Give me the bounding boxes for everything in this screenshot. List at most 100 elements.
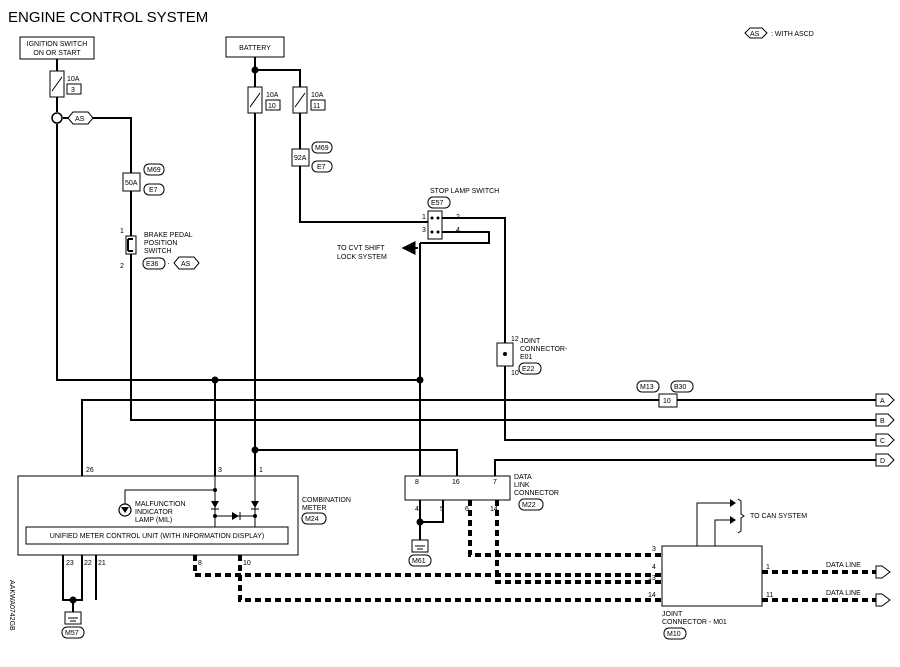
m01-pin-4: 4 bbox=[652, 564, 656, 571]
m01-box bbox=[661, 545, 763, 607]
dlc-pin-5: 5 bbox=[440, 506, 444, 513]
mil-label-1: MALFUNCTION bbox=[135, 501, 186, 508]
wire-lineA-left bbox=[81, 399, 659, 476]
fuse-10-element bbox=[249, 92, 261, 108]
term-d-label: D bbox=[880, 458, 885, 465]
brake-pedal-switch: 1 2 BRAKE PEDAL POSITION SWITCH E36 · AS bbox=[120, 228, 200, 270]
term-c-label: C bbox=[880, 438, 885, 445]
cvt-label-1: TO CVT SHIFT bbox=[337, 245, 385, 252]
diode-left-icon bbox=[211, 501, 219, 508]
fuse-10-num-box bbox=[265, 99, 281, 111]
ignition-switch-line2: ON OR START bbox=[33, 50, 81, 57]
wire-lineD bbox=[494, 459, 876, 476]
splice-meter-ground bbox=[69, 596, 77, 604]
stop-lamp-contact-1 bbox=[430, 216, 434, 220]
fuse-10: 10A 10 bbox=[247, 86, 281, 114]
legend-text: : WITH ASCD bbox=[771, 31, 814, 38]
conn-e22-text: E22 bbox=[522, 366, 535, 373]
mil-wire bbox=[124, 489, 215, 504]
fuse-3-element bbox=[51, 76, 63, 92]
e01-label-2: CONNECTOR- bbox=[520, 346, 568, 353]
brake-as-badge-shape bbox=[173, 256, 200, 270]
conn-e36-text: E36 bbox=[146, 261, 159, 268]
data-line-label-1: DATA LINE bbox=[826, 562, 861, 569]
conn-m22-text: M22 bbox=[522, 502, 536, 509]
ground-m57: M57 bbox=[61, 611, 85, 639]
dlc-box bbox=[404, 475, 511, 501]
combination-meter: 26 3 1 MALFUNCTION INDICATOR LAMP (MIL) … bbox=[17, 467, 351, 567]
fusible-link-50a bbox=[122, 172, 141, 192]
joint-connector-e01: 12 10 JOINT CONNECTOR- E01 E22 bbox=[496, 336, 568, 377]
data-line-terminator-2 bbox=[875, 593, 891, 607]
dlc-pin-7: 7 bbox=[493, 479, 497, 486]
e01-pin-bottom: 10 bbox=[511, 370, 519, 377]
stop-pin-2: 2 bbox=[456, 214, 460, 221]
splice-stop-380 bbox=[416, 376, 424, 384]
conn-m24 bbox=[301, 512, 327, 525]
brake-switch-body bbox=[125, 235, 137, 255]
conn-m69-a-text: M69 bbox=[147, 167, 161, 174]
stop-pin-1: 1 bbox=[422, 214, 426, 221]
joint-connector-m01: 3 4 13 14 1 11 JOINT CONNECTOR - M01 M10 bbox=[648, 545, 773, 640]
meter-pin-1: 1 bbox=[259, 467, 263, 474]
conn-m57 bbox=[61, 626, 85, 639]
term-b-label: B bbox=[880, 418, 885, 425]
ignition-switch-line1: IGNITION SWITCH bbox=[27, 41, 88, 48]
brake-as-badge-text: AS bbox=[181, 261, 191, 268]
stop-lamp-contact-2 bbox=[436, 216, 440, 220]
umcu-box bbox=[25, 526, 289, 545]
e01-pin-top: 12 bbox=[511, 336, 519, 343]
m01-pin-13: 13 bbox=[648, 575, 656, 582]
conn-m69-b-text: M69 bbox=[315, 145, 329, 152]
dataline-meter10 bbox=[238, 555, 662, 602]
m01-label-2: CONNECTOR - M01 bbox=[662, 619, 727, 626]
conn-e7-a-text: E7 bbox=[149, 187, 158, 194]
stop-pin-4: 4 bbox=[456, 227, 460, 234]
line-terminators: A B C D bbox=[875, 393, 895, 467]
m01-label-1: JOINT bbox=[662, 611, 683, 618]
splice-ign-380 bbox=[211, 376, 219, 384]
side-code: AAKWA0742GB bbox=[8, 580, 15, 631]
meter-pin-26: 26 bbox=[86, 467, 94, 474]
dlc-pin-6: 6 bbox=[465, 506, 469, 513]
dataline-dlc14 bbox=[495, 500, 662, 584]
mil-lamp-filament bbox=[121, 507, 129, 513]
fuse-3-num: 3 bbox=[71, 87, 75, 94]
term-d bbox=[875, 453, 895, 467]
dlc-pin-4: 4 bbox=[415, 506, 419, 513]
e01-node bbox=[503, 352, 507, 356]
meter-pin-21: 21 bbox=[98, 560, 106, 567]
dlc-pin-8: 8 bbox=[415, 479, 419, 486]
meter-pin-23: 23 bbox=[66, 560, 74, 567]
stop-lamp-body bbox=[427, 210, 443, 240]
fusible-link-92a-label: 92A bbox=[294, 155, 307, 162]
stop-lamp-switch: STOP LAMP SWITCH E57 1 2 3 4 bbox=[422, 188, 499, 240]
conn-e22 bbox=[518, 362, 542, 375]
fuse-11: 10A 11 bbox=[292, 86, 326, 114]
brake-label-2: POSITION bbox=[144, 240, 177, 247]
wire-sl-pin2 bbox=[441, 217, 506, 343]
diode-bridge-icon bbox=[232, 512, 239, 520]
stop-lamp-contact-3 bbox=[430, 230, 434, 234]
meter-label-2: METER bbox=[302, 505, 327, 512]
term-a-label: A bbox=[880, 398, 885, 405]
conn-m61 bbox=[408, 554, 432, 567]
umcu-label: UNIFIED METER CONTROL UNIT (WITH INFORMA… bbox=[50, 533, 264, 540]
ground-m61-icon bbox=[415, 545, 425, 553]
legend-badge-text: AS bbox=[750, 31, 760, 38]
e01-label-1: JOINT bbox=[520, 338, 541, 345]
dlc-label-1: DATA bbox=[514, 474, 532, 481]
as-badge-text: AS bbox=[75, 116, 85, 123]
can-arrow-2 bbox=[730, 516, 736, 524]
wire-ign-left-down bbox=[56, 124, 420, 381]
dataline-dlc6 bbox=[468, 500, 662, 557]
dataline-meter8 bbox=[193, 555, 662, 577]
m01-pin-1: 1 bbox=[766, 564, 770, 571]
inline-pin: 10 bbox=[663, 398, 671, 405]
term-c bbox=[875, 433, 895, 447]
conn-m13 bbox=[636, 380, 660, 393]
brake-switch-contact bbox=[127, 238, 133, 252]
conn-m69-b bbox=[311, 141, 333, 154]
fuse-11-amp: 10A bbox=[311, 92, 324, 99]
dlc-label-2: LINK bbox=[514, 482, 530, 489]
